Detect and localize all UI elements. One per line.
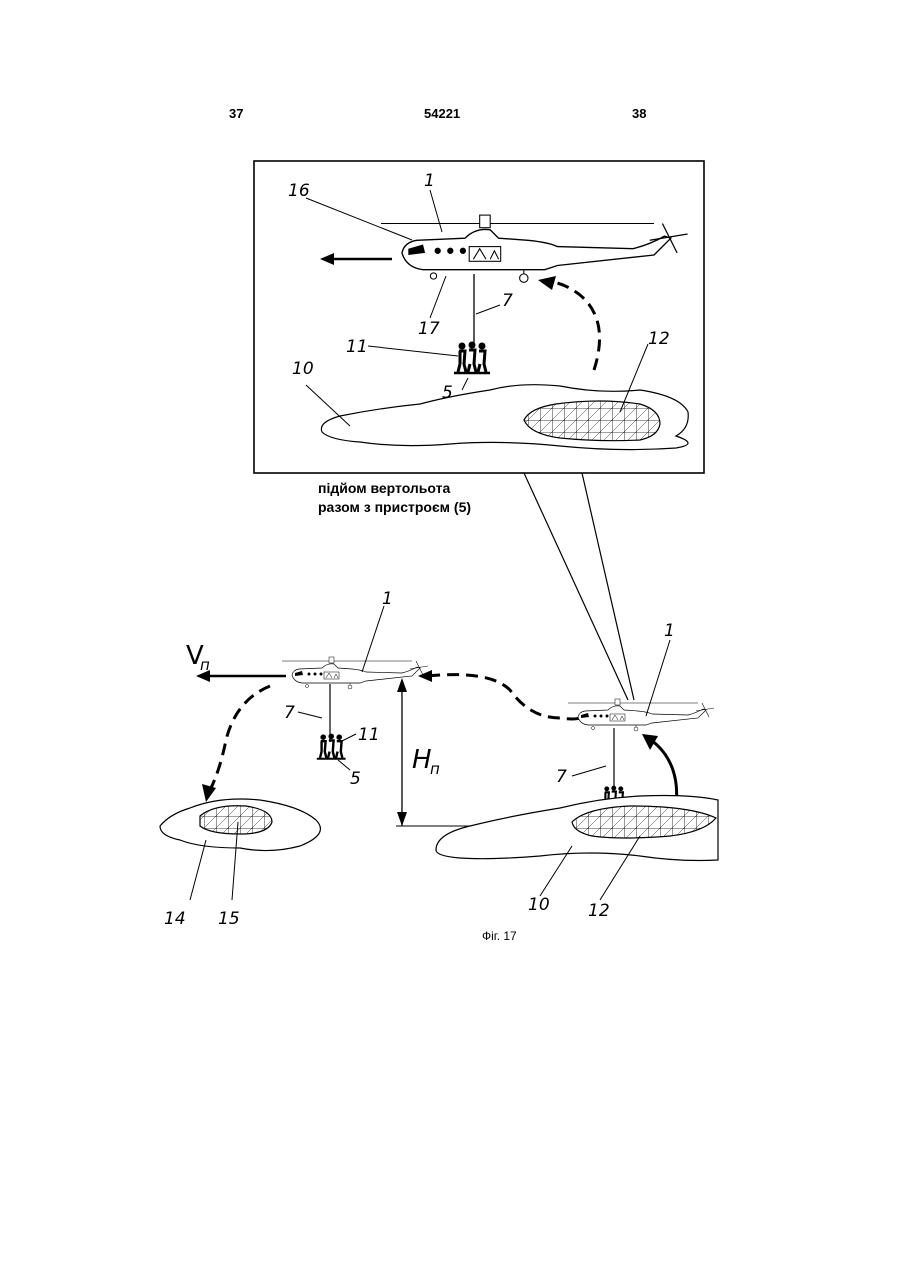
- callout-line-right: [582, 473, 634, 700]
- height-subscript: п: [430, 760, 440, 778]
- height-label: H: [412, 745, 432, 775]
- right-label-12: 12: [588, 901, 610, 921]
- left-label-5: 5: [350, 769, 361, 789]
- left-descent-arrow: [210, 686, 270, 790]
- right-label-7: 7: [556, 767, 567, 787]
- left-label-11: 11: [358, 725, 380, 745]
- callout-line-left: [524, 473, 628, 700]
- inset-label-7: 7: [502, 291, 513, 311]
- left-label-14: 14: [164, 909, 186, 929]
- inset-label-12: 12: [648, 329, 670, 349]
- inset-label-11: 11: [346, 337, 368, 357]
- inset-label-5: 5: [442, 383, 453, 403]
- flight-path-arrow: [428, 675, 580, 719]
- right-helicopter: [568, 699, 714, 731]
- left-people: [317, 734, 346, 759]
- left-label-1: 1: [382, 589, 393, 609]
- inset-label-10: 10: [292, 359, 314, 379]
- left-label-7: 7: [284, 703, 295, 723]
- left-label-15: 15: [218, 909, 240, 929]
- inset-label-17: 17: [418, 319, 440, 339]
- figure-caption: Фіг. 17: [482, 929, 517, 943]
- inset-label-16: 16: [288, 181, 310, 201]
- left-oil-spill: [200, 806, 272, 834]
- inset-caption-line2: разом з пристроєм (5): [318, 499, 471, 515]
- left-speed-subscript: п: [200, 656, 210, 674]
- right-label-1: 1: [664, 621, 675, 641]
- inset-caption-line1: підйом вертольота: [318, 480, 450, 496]
- left-helicopter: [282, 657, 428, 689]
- inset-oil-spill: [524, 401, 660, 441]
- right-label-10: 10: [528, 895, 550, 915]
- inset-label-1: 1: [424, 171, 435, 191]
